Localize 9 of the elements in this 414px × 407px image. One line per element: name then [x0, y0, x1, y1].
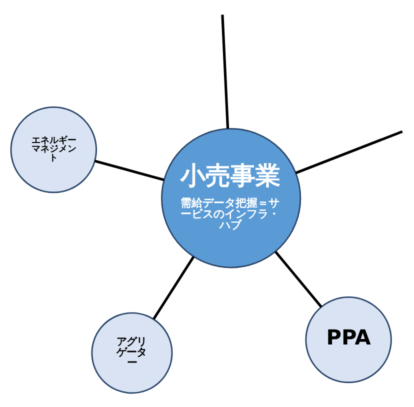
- node-circle: PPA: [305, 296, 392, 384]
- connector: [274, 250, 322, 308]
- connector: [94, 160, 164, 182]
- node-circle: 小売事業 需給データ把握＝サービスのインフラ・ハブ: [161, 128, 302, 268]
- node-circle: アグリゲーター: [91, 312, 173, 394]
- node-circle: エネルギーマネジメント: [10, 106, 98, 194]
- connector: [221, 14, 230, 129]
- connector: [152, 256, 195, 320]
- connector: [295, 130, 403, 174]
